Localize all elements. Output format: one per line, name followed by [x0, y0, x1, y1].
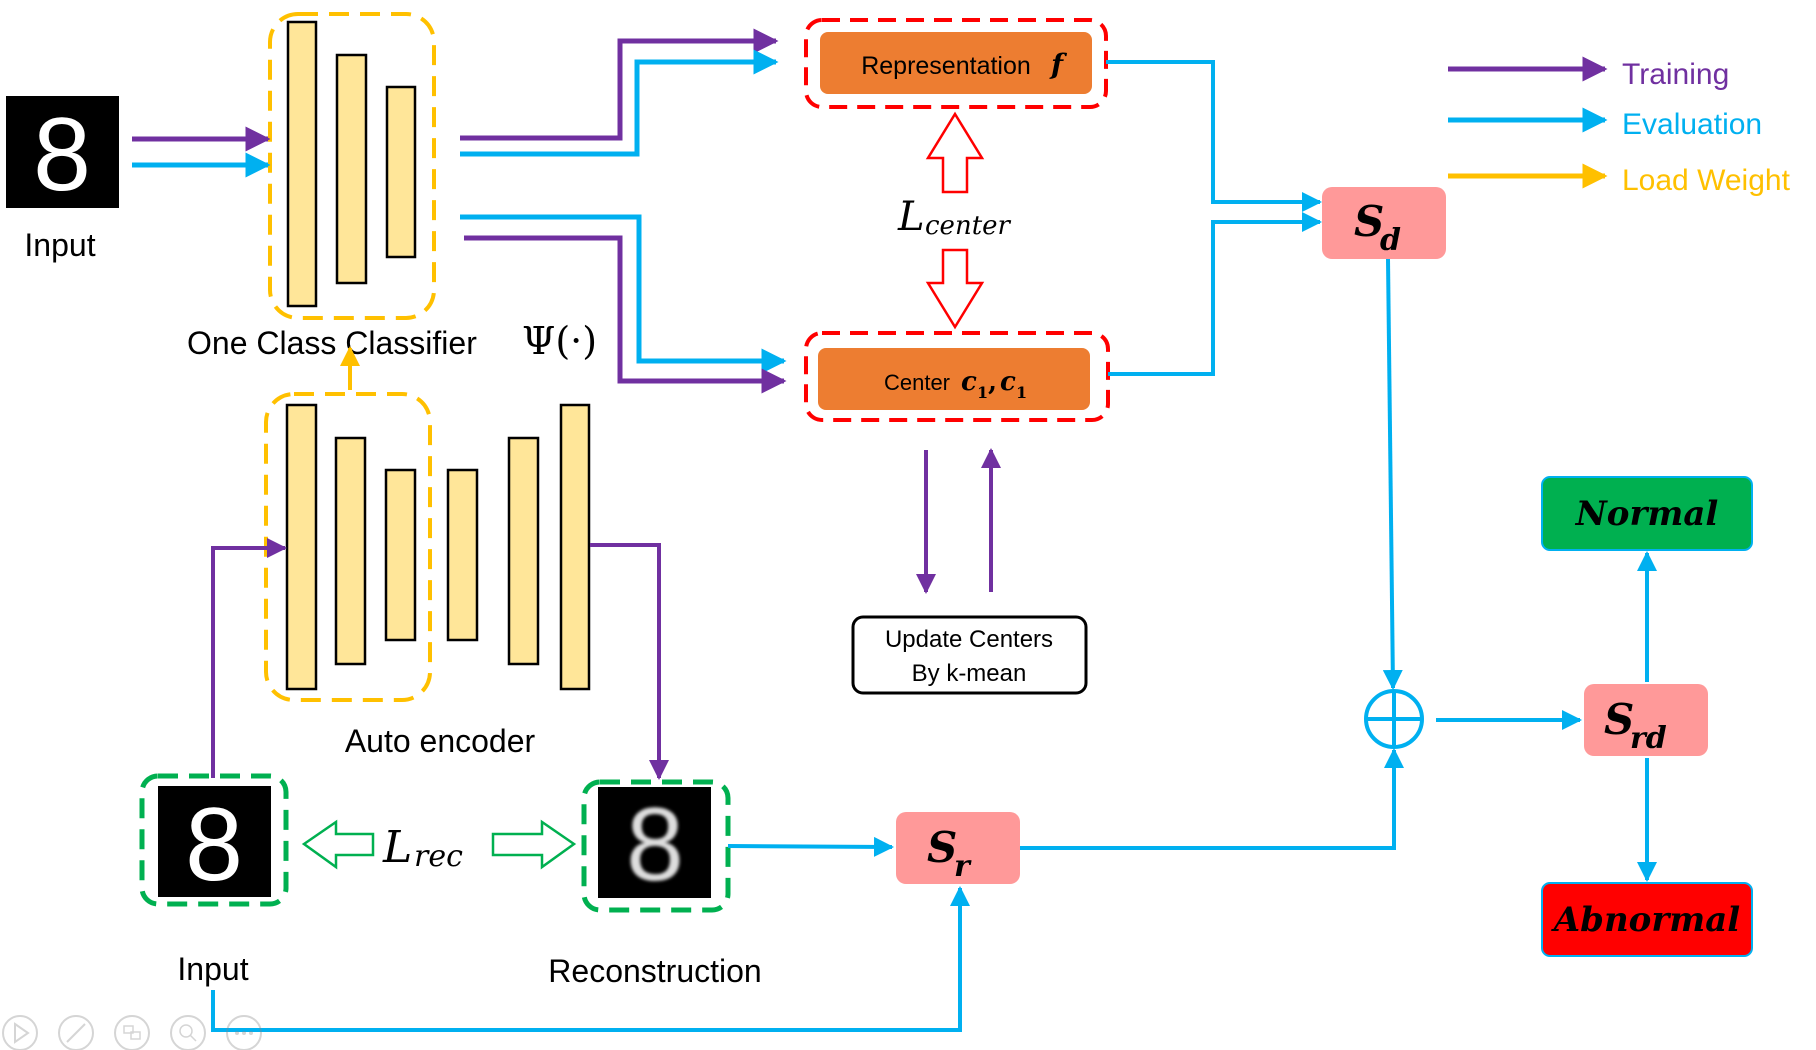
encoder-layer-2 — [334, 436, 367, 666]
reconstruction-image: 8 — [581, 779, 731, 913]
center-loss-script: L — [897, 194, 925, 240]
slides-grid-icon[interactable] — [114, 1015, 150, 1050]
center-symbol-c2: c — [1000, 367, 1016, 397]
representation-box: Representation f — [804, 18, 1108, 109]
training-classifier-to-center — [464, 235, 787, 394]
evaluation-classifier-to-representation — [460, 49, 779, 157]
pen-icon[interactable] — [58, 1015, 94, 1050]
classifier-layer-1 — [286, 20, 318, 308]
slide-toolbar[interactable] — [2, 1015, 262, 1050]
update-centers-box: Update Centers By k-mean — [851, 615, 1088, 695]
center-loss-arrows — [925, 111, 985, 330]
input-to-sr — [211, 886, 970, 1032]
srd-sub: rd — [1630, 721, 1667, 756]
abnormal-box: Abnormal — [1541, 882, 1753, 957]
evaluation-classifier-to-center — [460, 214, 787, 374]
srd-s: S — [1604, 695, 1634, 744]
decoder-layer-2 — [507, 436, 540, 666]
sd-sub: d — [1380, 223, 1401, 258]
training-classifier-to-representation — [460, 28, 779, 141]
representation-label: Representation — [861, 52, 1031, 80]
normal-box: Normal — [1541, 476, 1753, 551]
center-box: Center c 1 , c 1 — [804, 331, 1110, 422]
rec-loss-arrows — [301, 819, 577, 870]
training-input-to-ae — [211, 538, 287, 778]
play-icon[interactable] — [2, 1015, 38, 1050]
center-to-sd — [1108, 212, 1322, 376]
digit-glyph: 8 — [33, 97, 91, 213]
classifier-layer-3 — [385, 85, 417, 259]
decoder-layer-1 — [446, 468, 479, 642]
center-sub-2: 1 — [1016, 383, 1027, 402]
one-class-classifier-label: One Class Classifier — [187, 325, 477, 361]
center-label: Center — [884, 370, 950, 395]
legend-training-label: Training — [1622, 58, 1729, 91]
reconstruction-label: Reconstruction — [548, 953, 761, 989]
top-input-label: Input — [24, 227, 95, 263]
bottom-digit-glyph: 8 — [185, 787, 243, 903]
auto-encoder-label: Auto encoder — [345, 723, 536, 759]
center-comma: , — [988, 367, 997, 397]
training-ae-to-reconstruction — [590, 543, 669, 780]
top-input-image: 8 — [6, 96, 119, 213]
update-centers-line1: Update Centers — [885, 626, 1053, 653]
center-symbol-c1: c — [961, 367, 977, 397]
auto-encoder — [264, 392, 591, 702]
legend-load-weight-label: Load Weight — [1622, 164, 1791, 197]
sum-node — [1364, 689, 1424, 749]
sr-to-sum — [1020, 748, 1404, 850]
update-centers-line2: By k-mean — [912, 660, 1027, 687]
classifier-layer-2 — [335, 53, 368, 285]
more-icon[interactable] — [226, 1015, 262, 1050]
one-class-classifier — [268, 12, 436, 320]
abnormal-label: Abnormal — [1551, 900, 1740, 940]
legend-evaluation-label: Evaluation — [1622, 108, 1762, 141]
center-loss-sub: center — [925, 211, 1012, 241]
encoder-layer-1 — [285, 403, 318, 691]
psi-label: Ψ(·) — [522, 319, 597, 363]
center-sub-1: 1 — [977, 383, 988, 402]
legend: Training Evaluation Load Weight — [1448, 56, 1791, 197]
sr-s: S — [927, 823, 957, 872]
sr-sub: r — [954, 849, 972, 884]
sd-to-sum — [1382, 258, 1403, 690]
representation-to-sd — [1106, 60, 1322, 212]
rec-loss-script: L — [382, 822, 412, 873]
srd-score-box: S rd — [1584, 684, 1708, 756]
sd-s: S — [1354, 197, 1384, 246]
reconstruction-to-sr — [727, 836, 894, 857]
decoder-layer-3 — [559, 403, 591, 691]
zoom-icon[interactable] — [170, 1015, 206, 1050]
normal-label: Normal — [1575, 494, 1719, 534]
sr-score-box: S r — [896, 812, 1020, 884]
reconstruction-digit-glyph: 8 — [626, 787, 684, 903]
sd-score-box: S d — [1322, 187, 1446, 259]
bottom-input-image: 8 — [139, 773, 289, 907]
rec-loss-sub: rec — [414, 839, 463, 874]
encoder-layer-3 — [384, 468, 417, 642]
bottom-input-label: Input — [177, 951, 248, 987]
